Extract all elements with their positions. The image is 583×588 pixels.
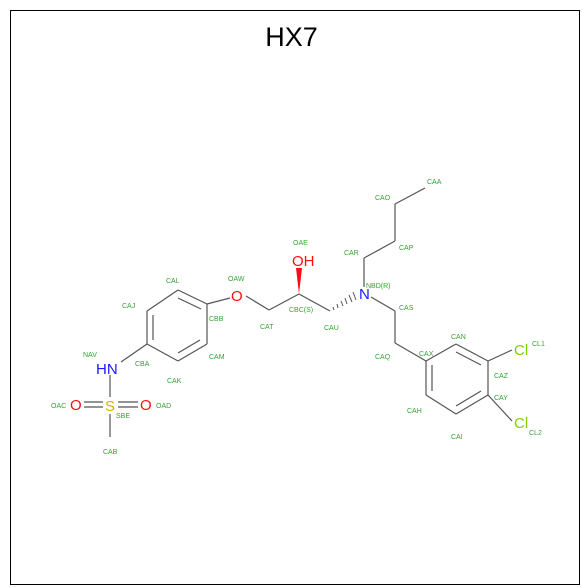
label-cak: CAK bbox=[167, 378, 182, 385]
bond bbox=[425, 394, 457, 415]
bond bbox=[363, 240, 396, 259]
hydroxyl-atom-oae: OH bbox=[292, 253, 315, 270]
label-cah: CAH bbox=[407, 408, 422, 415]
bond bbox=[425, 343, 457, 362]
nitrogen-atom-nbd: N bbox=[359, 286, 370, 303]
label-car: CAR bbox=[344, 250, 359, 257]
hash bbox=[332, 306, 335, 311]
label-caa: CAA bbox=[427, 179, 442, 186]
atom-labels: CAA CAO CAP CAR OAE NBD(R) CAS CAN CL1 C… bbox=[51, 179, 545, 456]
label-cat: CAT bbox=[260, 324, 274, 331]
bonds bbox=[84, 187, 513, 437]
bond bbox=[487, 349, 513, 362]
sulfur-atom-sbe: S bbox=[105, 398, 115, 415]
label-cas: CAS bbox=[399, 305, 414, 312]
hash bbox=[336, 303, 339, 309]
label-cax: CAX bbox=[419, 351, 434, 358]
label-oac: OAC bbox=[51, 403, 66, 410]
bond bbox=[394, 342, 427, 362]
label-cau: CAU bbox=[324, 325, 339, 332]
bond bbox=[487, 394, 513, 422]
bond-inner bbox=[177, 339, 201, 354]
oxygen-atom-oad: O bbox=[140, 397, 152, 414]
bond bbox=[455, 343, 489, 362]
molecule-title: HX7 bbox=[265, 22, 318, 52]
label-cay: CAY bbox=[494, 395, 508, 402]
bond bbox=[370, 296, 396, 312]
hash bbox=[344, 297, 348, 305]
image-frame bbox=[10, 10, 580, 585]
bond bbox=[146, 343, 179, 362]
bond bbox=[394, 187, 426, 205]
label-cal: CAL bbox=[166, 278, 180, 285]
label-cba: CBA bbox=[135, 361, 150, 368]
label-caq: CAQ bbox=[375, 354, 391, 361]
bond bbox=[206, 297, 231, 305]
bond bbox=[455, 394, 489, 415]
bond bbox=[245, 295, 270, 311]
label-cab: CAB bbox=[103, 449, 118, 456]
label-cam: CAM bbox=[209, 354, 225, 361]
chlorine-atom-cl2: Cl bbox=[514, 415, 528, 432]
oxygen-atom-oaw: O bbox=[231, 288, 243, 305]
label-nbd: NBD(R) bbox=[366, 283, 391, 290]
label-caz: CAZ bbox=[494, 373, 509, 380]
label-oaw: OAW bbox=[228, 276, 245, 283]
wedge-bond bbox=[296, 268, 302, 294]
label-cap: CAP bbox=[399, 245, 414, 252]
label-cai: CAI bbox=[451, 434, 463, 441]
bond-inner bbox=[455, 351, 482, 366]
hash bbox=[352, 291, 357, 301]
hash bbox=[348, 294, 353, 303]
nitrogen-atom-nav: HN bbox=[96, 361, 118, 378]
oxygen-atom-oac: O bbox=[70, 397, 82, 414]
label-oae: OAE bbox=[293, 240, 308, 247]
label-sbe: SBE bbox=[116, 413, 130, 420]
label-cl2: CL2 bbox=[529, 430, 542, 437]
bond bbox=[120, 343, 148, 363]
label-cao: CAO bbox=[375, 195, 391, 202]
label-cbc: CBC(S) bbox=[289, 307, 313, 314]
hash bbox=[340, 300, 344, 307]
bond bbox=[177, 343, 208, 362]
chlorine-atom-cl1: Cl bbox=[514, 342, 528, 359]
label-cl1: CL1 bbox=[532, 341, 545, 348]
hashed-bond bbox=[332, 291, 357, 311]
label-oad: OAD bbox=[156, 403, 171, 410]
bond bbox=[146, 289, 179, 312]
label-caj: CAJ bbox=[122, 303, 135, 310]
bond bbox=[177, 289, 208, 305]
label-nav: NAV bbox=[83, 352, 97, 359]
label-can: CAN bbox=[451, 334, 466, 341]
bond-inner bbox=[177, 297, 202, 310]
bond bbox=[268, 293, 300, 311]
label-cbb: CBB bbox=[209, 316, 224, 323]
bond bbox=[298, 293, 331, 312]
bond-inner bbox=[455, 390, 482, 407]
